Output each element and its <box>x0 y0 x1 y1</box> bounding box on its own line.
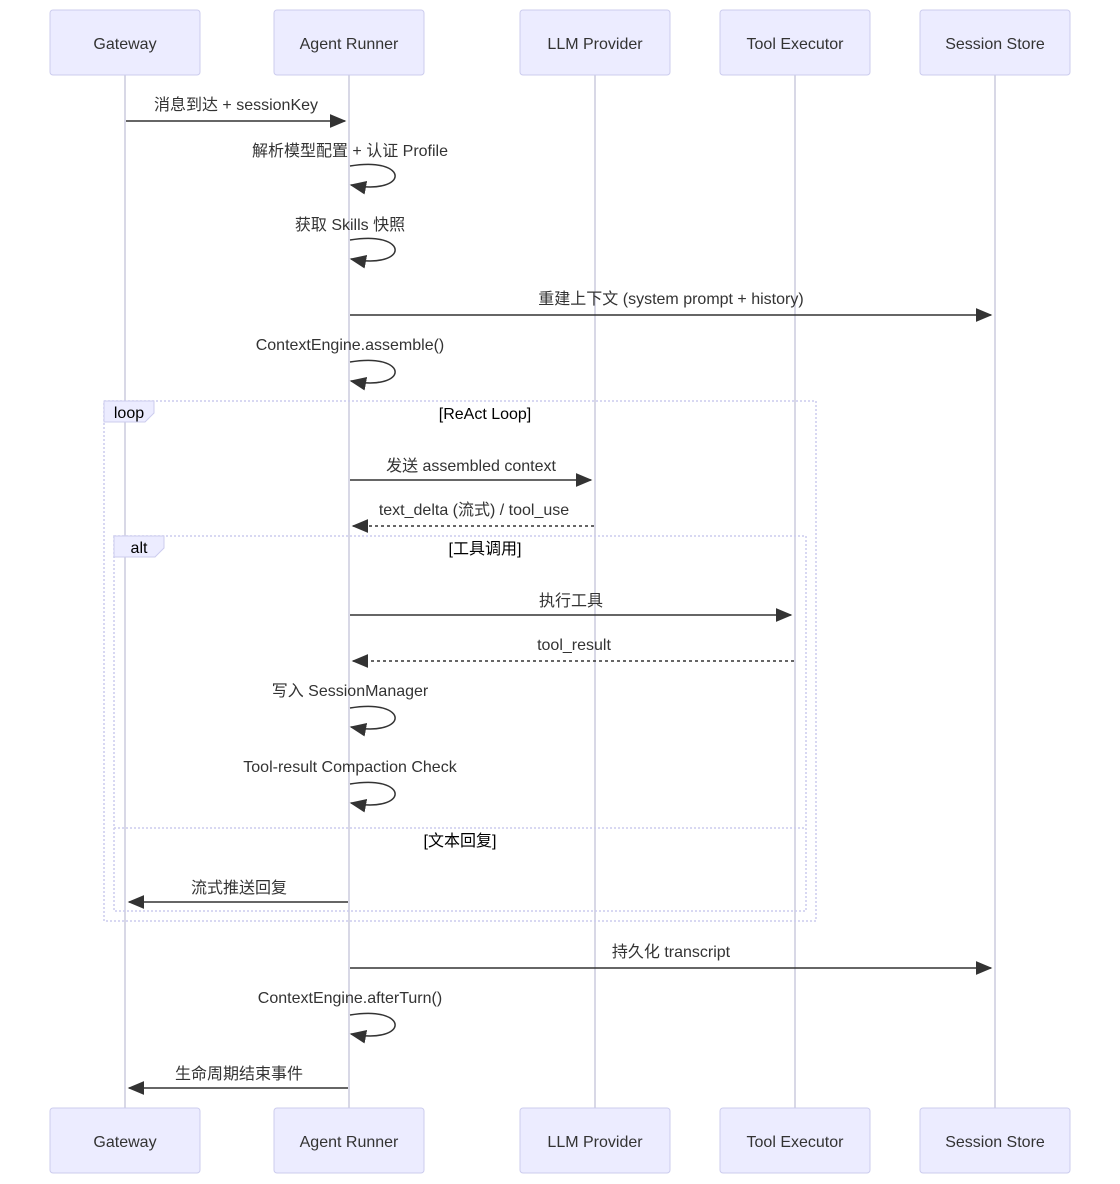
message-3: 获取 Skills 快照 <box>295 216 405 269</box>
actor-agent-runner-bottom: Agent Runner <box>273 1107 425 1174</box>
message-label: ContextEngine.afterTurn() <box>258 990 442 1007</box>
actor-label: Gateway <box>93 36 156 53</box>
message-label: 重建上下文 (system prompt + history) <box>538 290 803 308</box>
alt-condition: [工具调用] <box>449 540 522 558</box>
actor-agent-runner-top: Agent Runner <box>273 9 425 76</box>
message-13: 持久化 transcript <box>350 943 993 975</box>
message-2: 解析模型配置 + 认证 Profile <box>252 142 448 195</box>
message-label: 写入 SessionManager <box>272 683 429 700</box>
message-label: 持久化 transcript <box>612 943 731 961</box>
message-label: 流式推送回复 <box>191 879 287 897</box>
message-label: tool_result <box>537 637 611 654</box>
message-14: ContextEngine.afterTurn() <box>258 990 442 1044</box>
actor-llm-provider-bottom: LLM Provider <box>519 1107 671 1174</box>
message-15: 生命周期结束事件 <box>127 1065 348 1095</box>
actor-label: Session Store <box>945 1134 1045 1151</box>
message-6: 发送 assembled context <box>350 457 593 487</box>
message-label: ContextEngine.assemble() <box>256 337 445 354</box>
actor-tool-executor-top: Tool Executor <box>719 9 871 76</box>
loop-frame: loop [ReAct Loop] <box>103 400 817 922</box>
message-label: 发送 assembled context <box>386 457 556 475</box>
actor-tool-executor-bottom: Tool Executor <box>719 1107 871 1174</box>
actor-label: Tool Executor <box>747 1134 845 1151</box>
actor-label: LLM Provider <box>547 1134 643 1151</box>
actor-label: LLM Provider <box>547 36 643 53</box>
message-label: 解析模型配置 + 认证 Profile <box>252 142 448 160</box>
message-5: ContextEngine.assemble() <box>256 337 445 391</box>
message-7: text_delta (流式) / tool_use <box>351 501 594 533</box>
message-4: 重建上下文 (system prompt + history) <box>350 290 993 322</box>
message-label: 生命周期结束事件 <box>175 1065 303 1083</box>
actor-session-store-top: Session Store <box>919 9 1071 76</box>
actor-llm-provider-top: LLM Provider <box>519 9 671 76</box>
message-label: 获取 Skills 快照 <box>295 216 405 234</box>
alt-frame: alt [工具调用] [文本回复] <box>113 535 807 912</box>
lifelines <box>124 75 996 1108</box>
actor-label: Agent Runner <box>300 36 399 53</box>
message-12: 流式推送回复 <box>127 879 348 909</box>
loop-condition: [ReAct Loop] <box>439 406 532 423</box>
message-label: Tool-result Compaction Check <box>243 759 457 776</box>
actor-label: Tool Executor <box>747 36 845 53</box>
message-8: 执行工具 <box>350 592 793 622</box>
message-9: tool_result <box>351 637 794 668</box>
actor-label: Agent Runner <box>300 1134 399 1151</box>
actor-gateway-bottom: Gateway <box>49 1107 201 1174</box>
message-label: text_delta (流式) / tool_use <box>379 501 569 519</box>
actor-gateway-top: Gateway <box>49 9 201 76</box>
message-11: Tool-result Compaction Check <box>243 759 458 813</box>
alt-keyword: alt <box>131 540 148 557</box>
message-label: 执行工具 <box>539 592 603 610</box>
actor-label: Gateway <box>93 1134 156 1151</box>
loop-keyword: loop <box>114 405 144 422</box>
actor-session-store-bottom: Session Store <box>919 1107 1071 1174</box>
alt-else-condition: [文本回复] <box>424 832 497 850</box>
message-1: 消息到达 + sessionKey <box>126 96 347 128</box>
actor-label: Session Store <box>945 36 1045 53</box>
message-10: 写入 SessionManager <box>272 683 429 737</box>
message-label: 消息到达 + sessionKey <box>154 96 318 114</box>
